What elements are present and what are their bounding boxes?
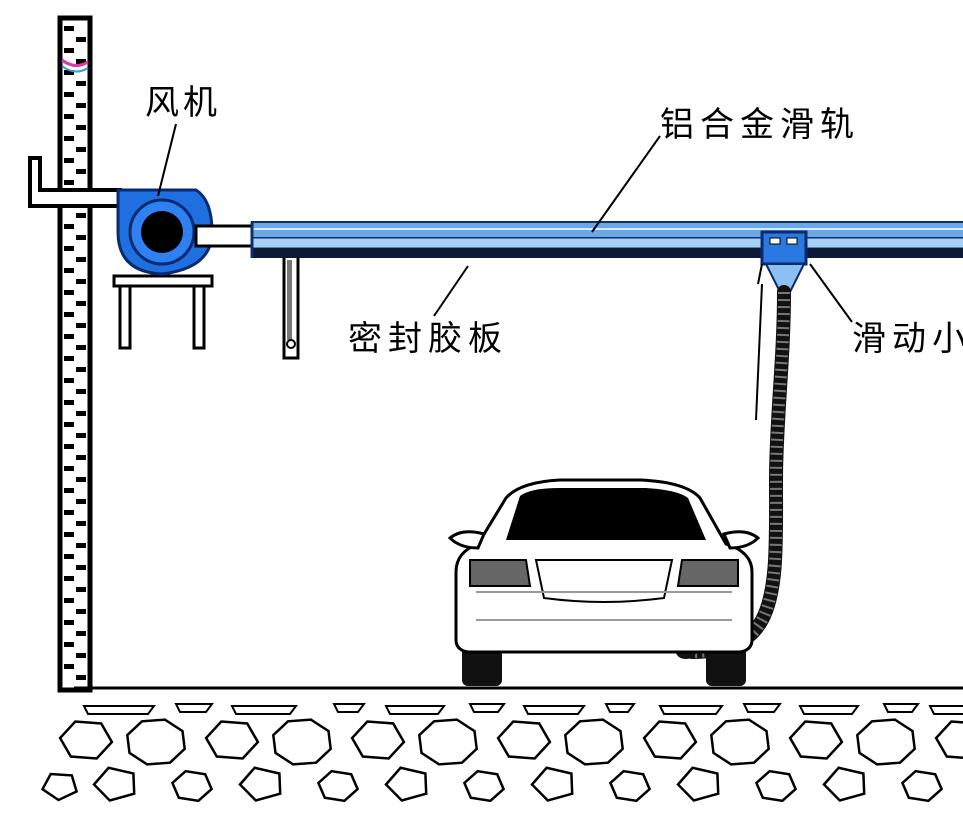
slider-leader-line [809, 263, 853, 323]
seal-strip-label: 密封胶板 [348, 319, 508, 359]
rail-label: 铝合金滑轨 [660, 105, 860, 145]
slider-label: 滑动小 [852, 319, 963, 359]
seal-strip-bracket [282, 254, 300, 360]
fan-connector-pipe [194, 224, 254, 248]
fan-leader-line [157, 123, 177, 197]
fan [116, 188, 254, 276]
exhaust-outlet-pipe [28, 156, 122, 208]
stone-foundation [40, 703, 963, 803]
seal-leader-line [433, 265, 469, 317]
aluminum-rail [250, 221, 963, 258]
fan-stand [112, 274, 214, 350]
sliding-trolley [757, 230, 808, 293]
exhaust-stack [57, 15, 93, 693]
fan-label: 风机 [145, 83, 221, 123]
rail-leader-line [591, 135, 661, 233]
leader-lines [157, 123, 853, 323]
car [447, 478, 761, 686]
exhaust-stack-pattern [64, 26, 86, 680]
